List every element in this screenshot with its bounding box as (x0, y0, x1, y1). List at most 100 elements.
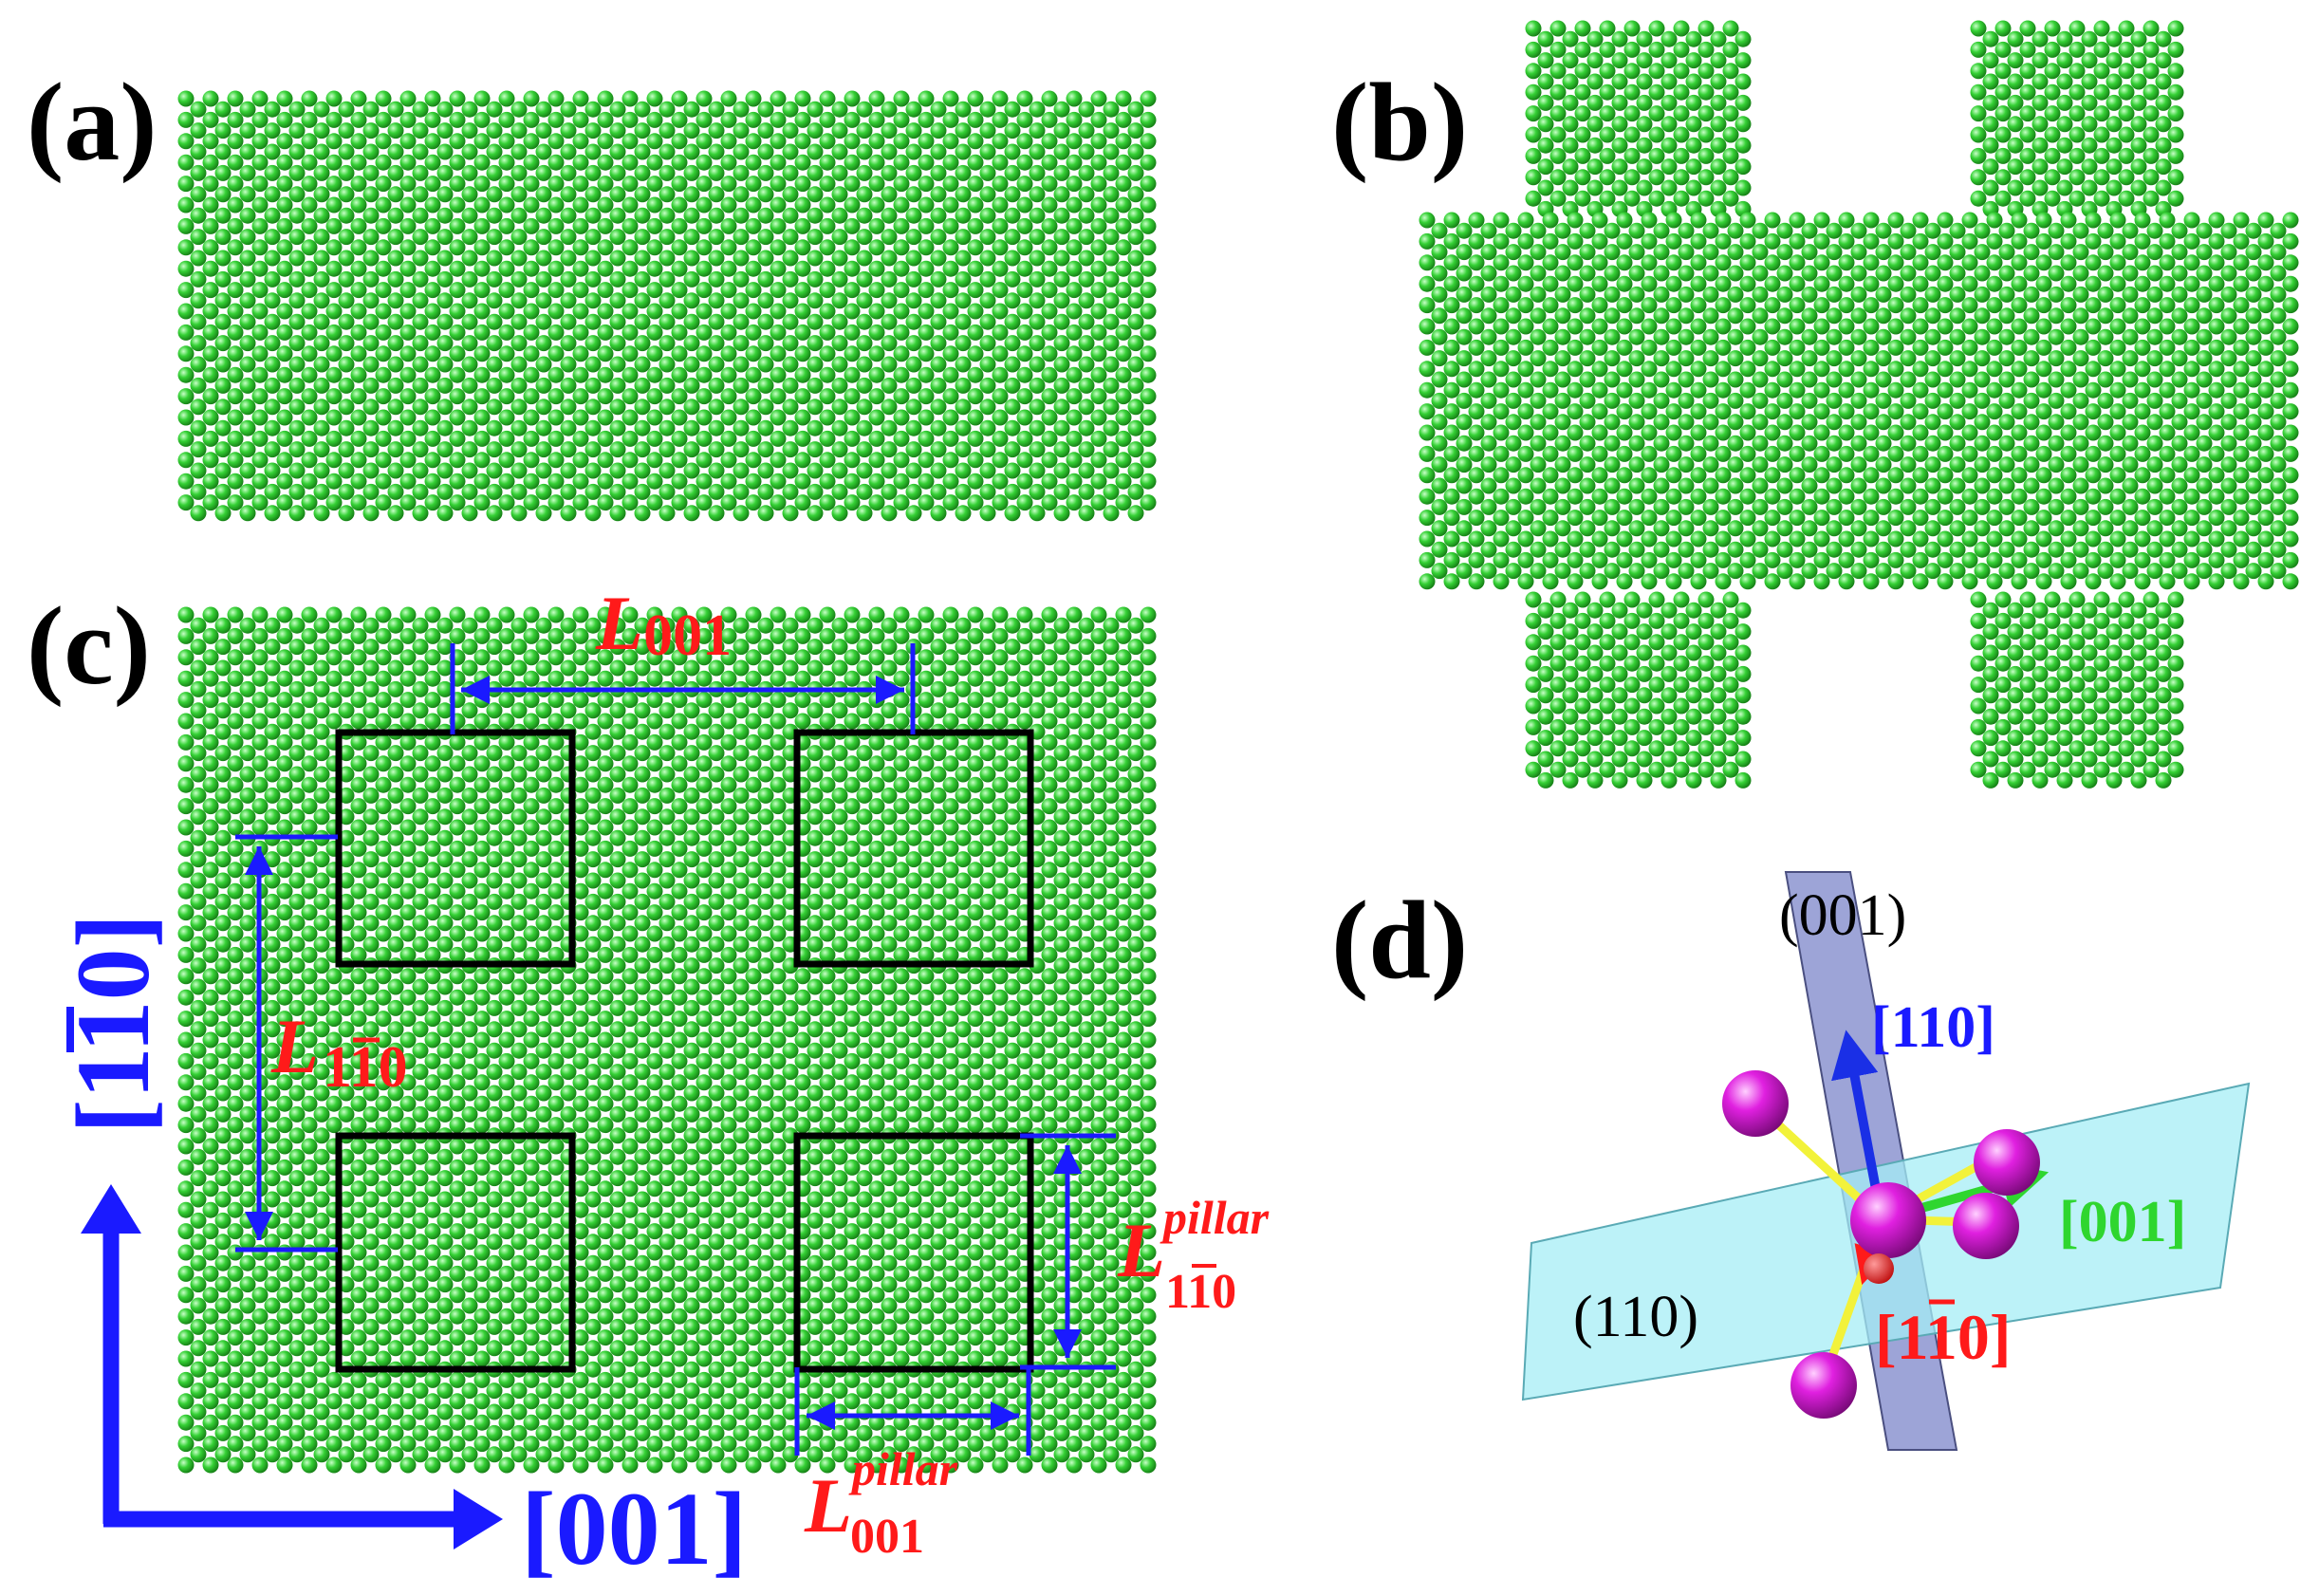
atom (177, 606, 195, 623)
atom (1937, 254, 1954, 271)
atom (1648, 591, 1665, 608)
atom (831, 399, 848, 416)
atom (979, 872, 996, 889)
atom (2069, 740, 2086, 757)
atom (473, 494, 491, 511)
atom (967, 606, 984, 623)
atom (1961, 361, 1978, 378)
atom (634, 292, 651, 309)
atom (2167, 697, 2184, 714)
atom (905, 787, 922, 804)
atom (807, 229, 824, 246)
atom (893, 692, 910, 709)
atom (2085, 318, 2102, 335)
atom (1727, 350, 1744, 367)
atom (449, 409, 466, 426)
atom (486, 915, 503, 932)
atom (942, 133, 959, 150)
atom (621, 946, 639, 963)
atom (584, 250, 602, 267)
atom (1567, 551, 1584, 568)
atom (264, 893, 281, 910)
atom (634, 101, 651, 118)
atom (708, 936, 725, 953)
atom (1115, 733, 1132, 751)
atom (942, 882, 959, 900)
atom (942, 324, 959, 341)
atom (214, 292, 232, 309)
atom (449, 473, 466, 490)
atom (1616, 424, 1633, 441)
atom (708, 270, 725, 288)
atom (424, 196, 441, 213)
atom (794, 282, 811, 299)
atom (338, 787, 355, 804)
atom (523, 111, 540, 128)
atom (1648, 41, 1665, 58)
atom (1660, 708, 1678, 725)
atom (2093, 20, 2110, 37)
atom (214, 915, 232, 932)
atom (2048, 498, 2065, 515)
atom (1838, 318, 1855, 335)
atom (2159, 361, 2176, 378)
atom (535, 122, 552, 139)
atom (301, 946, 318, 963)
atom (227, 692, 244, 709)
atom (1863, 361, 1880, 378)
atom (868, 606, 885, 623)
atom (1850, 307, 1867, 325)
atom (659, 505, 676, 522)
atom (2072, 520, 2089, 537)
atom (276, 366, 293, 383)
atom (794, 345, 811, 362)
atom (2031, 751, 2049, 768)
atom (325, 627, 343, 644)
atom (1004, 766, 1021, 783)
atom (1517, 297, 1534, 314)
atom (1764, 275, 1781, 292)
atom (1722, 655, 1739, 672)
atom (831, 872, 848, 889)
atom (313, 957, 330, 974)
atom (831, 808, 848, 826)
atom (350, 452, 367, 469)
atom (510, 250, 528, 267)
atom (399, 452, 417, 469)
atom (1090, 840, 1107, 857)
atom (597, 494, 614, 511)
atom (424, 345, 441, 362)
atom (584, 851, 602, 868)
atom (942, 733, 959, 751)
atom (1673, 697, 1690, 714)
atom (1103, 441, 1120, 458)
atom (1505, 477, 1522, 494)
atom (486, 356, 503, 373)
atom (634, 356, 651, 373)
atom (856, 186, 873, 203)
atom (831, 164, 848, 181)
atom (473, 946, 491, 963)
atom (770, 239, 787, 256)
atom (510, 808, 528, 826)
atom (2023, 328, 2040, 345)
atom (1517, 551, 1534, 568)
atom (893, 776, 910, 793)
atom (1994, 147, 2012, 164)
atom (2044, 20, 2061, 37)
atom (683, 617, 700, 634)
atom (1838, 339, 1855, 356)
atom (1611, 137, 1628, 154)
atom (831, 893, 848, 910)
atom (449, 303, 466, 320)
atom (424, 239, 441, 256)
atom (868, 733, 885, 751)
atom (2056, 137, 2073, 154)
atom (2233, 510, 2250, 527)
atom (905, 377, 922, 394)
atom (523, 713, 540, 730)
atom (1863, 551, 1880, 568)
atom (2257, 530, 2274, 547)
atom (708, 462, 725, 479)
atom (1004, 164, 1021, 181)
